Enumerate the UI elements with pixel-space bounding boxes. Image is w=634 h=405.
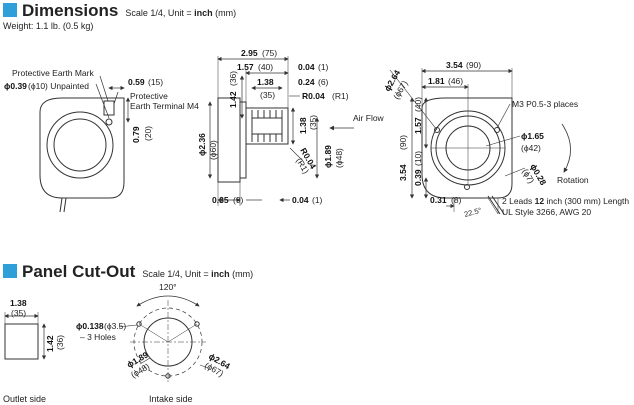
outlet-dim-138: 1.38 — [10, 298, 27, 308]
dim-181: 1.81 — [428, 76, 445, 86]
dim-295: 2.95 — [241, 48, 258, 58]
intake-hole-1 — [136, 321, 142, 327]
dim-039-mm: (10) — [413, 151, 423, 166]
right-view — [389, 68, 571, 215]
intake-hole-mm: (ϕ3.5) — [104, 321, 126, 331]
dim-165: ϕ1.65 — [521, 131, 544, 141]
dim-024-mm: (6) — [318, 77, 329, 87]
outlet-caption: Outlet side — [3, 394, 47, 404]
dim-354-mm: (90) — [466, 60, 481, 70]
r004-label: R0.04 — [302, 91, 325, 101]
dim-079-mm: (20) — [143, 126, 153, 141]
earth-hole — [105, 118, 113, 126]
intake-hole-dia: ϕ0.138 — [76, 321, 104, 331]
dim-189-side-mm: (ϕ48) — [334, 148, 344, 168]
intake-hole-3 — [165, 373, 171, 379]
dim-039: 0.39 — [413, 169, 423, 186]
dim-165-mm: (ϕ42) — [521, 143, 541, 153]
dim-004b-mm: (1) — [312, 195, 323, 205]
dim-035: 0.35 — [212, 195, 229, 205]
earth-mark-label: Protective Earth Mark — [12, 68, 94, 78]
dim-004a-mm: (1) — [318, 62, 329, 72]
left-leads — [59, 197, 67, 213]
outlet-dim-142: 1.42 — [45, 335, 55, 352]
dim-236-mm: (ϕ60) — [208, 140, 218, 160]
dim-138v-mm: (35) — [308, 115, 318, 130]
airflow-label: Air Flow — [353, 113, 385, 123]
side-plate — [239, 101, 247, 179]
dim-138-side: 1.38 — [257, 77, 274, 87]
dim-236: ϕ2.36 — [197, 133, 207, 156]
section-marker-icon — [3, 3, 17, 17]
mount-hole-3 — [464, 184, 470, 190]
dim-142-side-mm: (36) — [228, 71, 238, 86]
dimensions-title: Dimensions — [22, 1, 119, 20]
left-view — [39, 75, 131, 213]
dim-138v: 1.38 — [298, 117, 308, 134]
dim-004a: 0.04 — [298, 62, 315, 72]
left-outer-ring — [46, 111, 114, 179]
dim-354v: 3.54 — [398, 164, 408, 181]
rotation-label: Rotation — [557, 175, 589, 185]
dimensions-scale: Scale 1/4, Unit = inch (mm) — [125, 8, 237, 18]
left-inner-ring — [53, 118, 107, 172]
intake-cutout — [118, 295, 209, 382]
dim-354: 3.54 — [446, 60, 463, 70]
dim-138-side-mm: (35) — [260, 90, 275, 100]
outlet-dim-138-mm: (35) — [11, 308, 26, 318]
m3-label: M3 P0.5-3 places — [512, 99, 578, 109]
dim-354v-mm: (90) — [398, 135, 408, 150]
dim-004b: 0.04 — [292, 195, 309, 205]
intake-hole-2 — [194, 321, 200, 327]
dim-295-mm: (75) — [262, 48, 277, 58]
hole-dia-mm: (ϕ10) Unpainted — [28, 81, 89, 91]
ul-label: UL Style 3266, AWG 20 — [502, 207, 591, 217]
dim-059-mm: (15) — [148, 77, 163, 87]
intake-caption: Intake side — [149, 394, 193, 404]
dim-157-side: 1.57 — [237, 62, 254, 72]
terminal-label-1: Protective — [130, 91, 168, 101]
dim-157-right-mm: (40) — [413, 97, 423, 112]
dim-189-side: ϕ1.89 — [323, 145, 333, 168]
dim-035-mm: (9) — [233, 195, 244, 205]
left-fan-housing — [39, 97, 125, 199]
dim-079: 0.79 — [131, 126, 141, 143]
panel-title: Panel Cut-Out — [22, 262, 136, 281]
dim-024: 0.24 — [298, 77, 315, 87]
intake-holes-count: – 3 Holes — [80, 332, 116, 342]
weight-text: Weight: 1.1 lb. (0.5 kg) — [3, 21, 94, 31]
dim-181-mm: (46) — [448, 76, 463, 86]
panel-scale: Scale 1/4, Unit = inch (mm) — [142, 269, 254, 279]
r004-mm: (R1) — [332, 91, 349, 101]
outlet-cutout — [4, 312, 47, 360]
outlet-rect — [4, 323, 39, 360]
leads-label: 2 Leads 12 inch (300 mm) Length — [502, 196, 629, 206]
section-marker-icon — [3, 264, 17, 278]
panel-header: Panel Cut-Out Scale 1/4, Unit = inch (mm… — [3, 262, 253, 282]
outlet-dim-142-mm: (36) — [55, 335, 65, 350]
side-view — [207, 56, 354, 206]
dim-142-side: 1.42 — [228, 91, 238, 108]
dim-059: 0.59 — [128, 77, 145, 87]
intake-angle: 120° — [159, 282, 177, 292]
dim-157-side-mm: (40) — [258, 62, 273, 72]
dim-031: 0.31 — [430, 195, 447, 205]
hole-dia-value: ϕ0.39 — [4, 81, 27, 91]
mount-hole-1 — [434, 127, 440, 133]
terminal-label-2: Earth Terminal M4 — [130, 101, 199, 111]
dim-031-mm: (8) — [451, 195, 462, 205]
dimensions-header: Dimensions Scale 1/4, Unit = inch (mm) — [3, 1, 236, 21]
side-body — [217, 97, 241, 183]
dim-157-right: 1.57 — [413, 117, 423, 134]
angle-225: 22.5° — [463, 206, 482, 219]
earth-terminal — [103, 100, 115, 116]
